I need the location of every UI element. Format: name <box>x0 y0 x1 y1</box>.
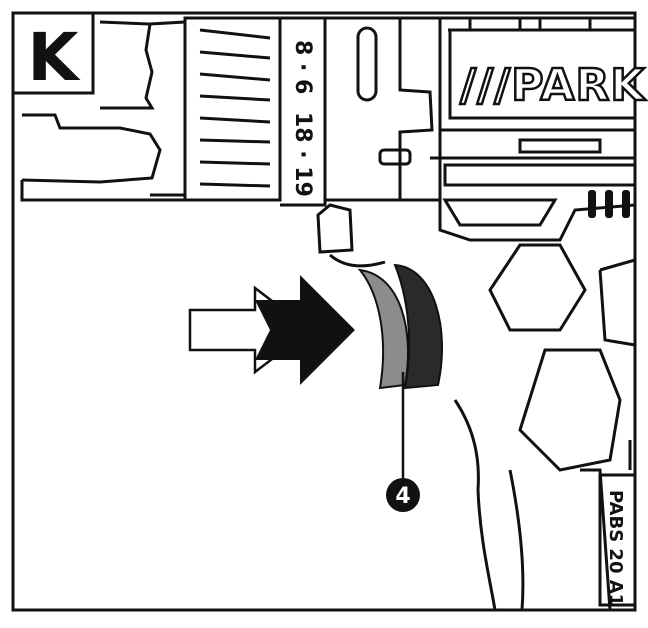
handle-grip <box>453 243 636 611</box>
step-letter-badge: K <box>11 11 95 96</box>
gear-label-bottom: 18 · 19 <box>290 112 315 197</box>
top-housing <box>430 16 637 227</box>
callout-badge-icon: 4 <box>386 478 420 512</box>
figure-frame <box>11 11 637 612</box>
model-plate: PABS 20 A1 <box>598 473 637 607</box>
switch-light-part <box>357 268 409 390</box>
torque-ring <box>183 16 327 207</box>
brand-label: ///PARK <box>460 60 646 111</box>
gear-label-top: 8 · 6 <box>290 40 315 94</box>
gear-labels: 8 · 6 18 · 19 <box>290 40 315 197</box>
callout-number: 4 <box>395 484 410 509</box>
model-label: PABS 20 A1 <box>605 490 626 606</box>
direction-switch <box>357 263 444 390</box>
step-letter: K <box>27 19 81 96</box>
gear-selector-housing <box>325 16 442 202</box>
motor-body <box>20 180 636 268</box>
vent-slots <box>588 190 630 218</box>
direction-arrow-solid-icon <box>255 275 355 385</box>
switch-dark-part <box>393 263 444 390</box>
